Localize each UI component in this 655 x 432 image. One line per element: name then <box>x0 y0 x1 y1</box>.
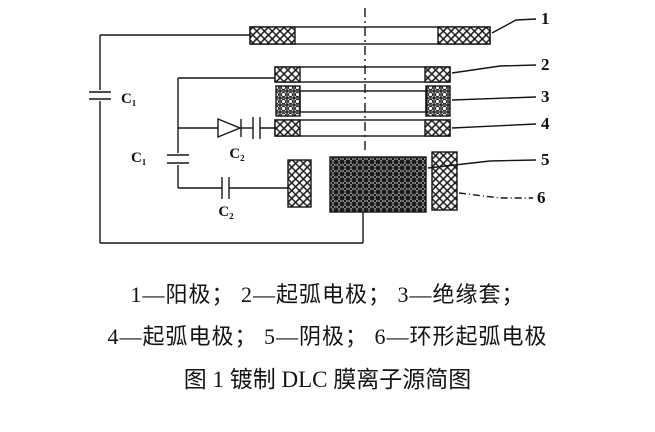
legend-line-2: 4—起弧电极； 5—阴极； 6—环形起弧电极 <box>107 324 548 349</box>
part-number-1: 1 <box>541 9 550 28</box>
part-number-6: 6 <box>537 188 546 207</box>
arc-electrode-2 <box>274 66 451 83</box>
capacitor-c1-lower <box>167 154 189 164</box>
arc-electrode-4 <box>274 119 451 137</box>
legend-line-1: 1—阳极； 2—起弧电极； 3—绝缘套； <box>130 282 525 307</box>
capacitor-c2-upper <box>252 117 261 139</box>
part-number-2: 2 <box>541 55 550 74</box>
capacitor-c1-lower-label: C₁ <box>131 150 146 166</box>
figure-caption: 1—阳极； 2—起弧电极； 3—绝缘套； 4—起弧电极； 5—阴极； 6—环形起… <box>0 274 655 402</box>
part-number-5: 5 <box>541 150 550 169</box>
figure-title: 图 1 镀制 DLC 膜离子源简图 <box>183 367 472 392</box>
part-number-labels: 1 2 3 4 5 6 <box>537 9 550 207</box>
diode <box>217 117 242 139</box>
capacitor-c2-lower-label: C₂ <box>218 204 234 220</box>
cathode-electrode-5 <box>329 156 427 213</box>
circuit-wiring <box>99 34 364 244</box>
capacitor-c2-upper-label: C₂ <box>229 146 245 162</box>
part-number-3: 3 <box>541 87 550 106</box>
leader-lines <box>427 18 537 199</box>
ring-arc-electrode-6 <box>287 151 458 211</box>
ion-source-schematic: C₁ C₁ C₂ C₂ <box>89 8 550 244</box>
capacitor-c1-upper-label: C₁ <box>121 91 136 107</box>
capacitor-c1-upper <box>89 91 111 100</box>
capacitor-c2-lower <box>221 177 230 199</box>
insulating-sleeve-3 <box>275 85 451 117</box>
part-number-4: 4 <box>541 114 550 133</box>
anode-electrode-1 <box>249 26 491 45</box>
